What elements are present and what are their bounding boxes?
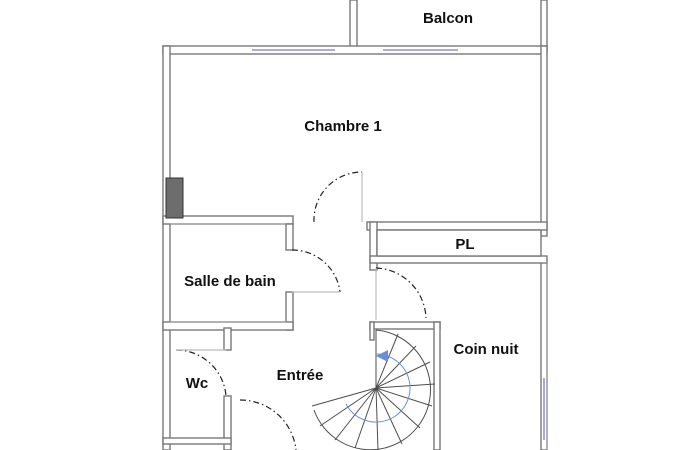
wall-balcon-left xyxy=(349,0,358,51)
wall-top xyxy=(162,45,548,55)
wall-wc-right-lower xyxy=(223,395,232,450)
wall-pl-inner xyxy=(376,229,542,257)
wall-stair-left-stub xyxy=(369,321,375,341)
wall-wc-right xyxy=(223,327,232,351)
spiral-stair xyxy=(311,329,436,450)
wall-sdb-right xyxy=(285,223,294,251)
wall-chambre-bottom-right xyxy=(366,221,548,231)
wall-stair-right xyxy=(433,321,441,450)
wall-bottom-stub xyxy=(162,437,232,445)
room-label-pl: PL xyxy=(455,236,474,253)
door-salle-de-bain xyxy=(291,249,341,293)
wall-right-upper xyxy=(540,45,548,237)
room-label-salle-de-bain: Salle de bain xyxy=(184,273,276,290)
room-label-chambre1: Chambre 1 xyxy=(304,118,382,135)
door-swings xyxy=(175,171,427,450)
wall-left xyxy=(162,45,171,450)
room-label-coin-nuit: Coin nuit xyxy=(454,341,519,358)
door-entree xyxy=(239,399,297,450)
door-chambre xyxy=(313,171,363,223)
door-coin-nuit xyxy=(375,267,427,319)
wall-balcon-right xyxy=(540,0,548,51)
wall-details xyxy=(170,223,548,450)
room-label-balcon: Balcon xyxy=(423,10,473,27)
walls xyxy=(162,0,548,450)
wall-stair-top xyxy=(369,321,441,330)
windows xyxy=(252,49,545,440)
duct-shaft xyxy=(165,177,184,219)
wall-pl-bottom xyxy=(369,255,548,264)
stair-direction-arrow-icon xyxy=(376,350,388,362)
door-wc xyxy=(175,349,227,397)
room-label-wc: Wc xyxy=(186,375,209,392)
room-label-entree: Entrée xyxy=(277,367,324,384)
